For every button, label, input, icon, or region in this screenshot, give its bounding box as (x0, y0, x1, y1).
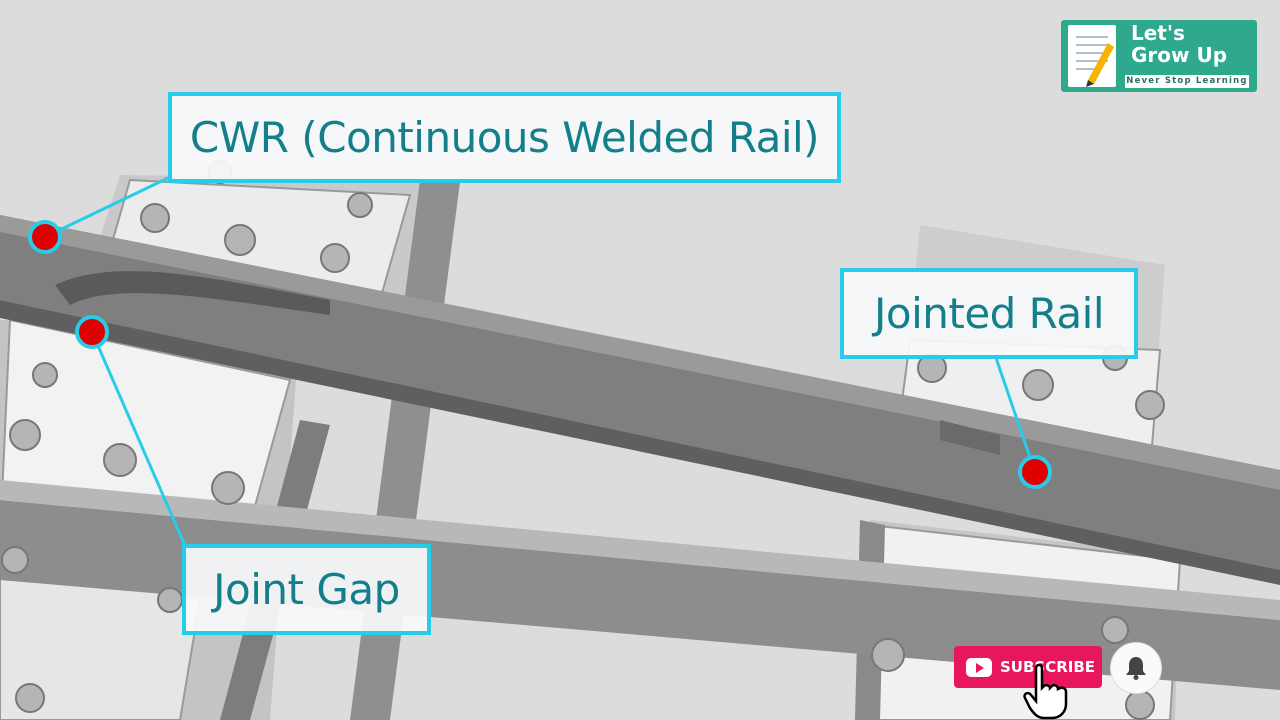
joint-gap-marker (75, 315, 109, 349)
markers (28, 220, 1052, 489)
bolts (1, 160, 1165, 720)
notification-bell-button[interactable] (1110, 642, 1162, 694)
logo-title: Let's Grow Up (1131, 21, 1228, 67)
logo-notebook-icon (1068, 25, 1116, 87)
subscribe-label: SUBSCRIBE (1000, 658, 1096, 676)
jointed-rail-label: Jointed Rail (840, 268, 1138, 359)
main-rail (0, 215, 1280, 585)
logo-tagline: Never Stop Learning (1125, 75, 1249, 88)
bell-icon (1126, 657, 1146, 680)
cwr-marker (28, 220, 62, 254)
pencil-icon (1086, 43, 1114, 87)
play-icon (966, 657, 992, 677)
cwr-label: CWR (Continuous Welded Rail) (168, 92, 841, 183)
jointed-rail-marker (1018, 455, 1052, 489)
subscribe-button[interactable]: SUBSCRIBE (954, 646, 1102, 688)
channel-logo: Let's Grow Up Never Stop Learning (1061, 20, 1257, 92)
hand-cursor-icon (1023, 664, 1068, 720)
callout-leaders (44, 176, 1037, 549)
joint-gap-label: Joint Gap (182, 544, 431, 635)
